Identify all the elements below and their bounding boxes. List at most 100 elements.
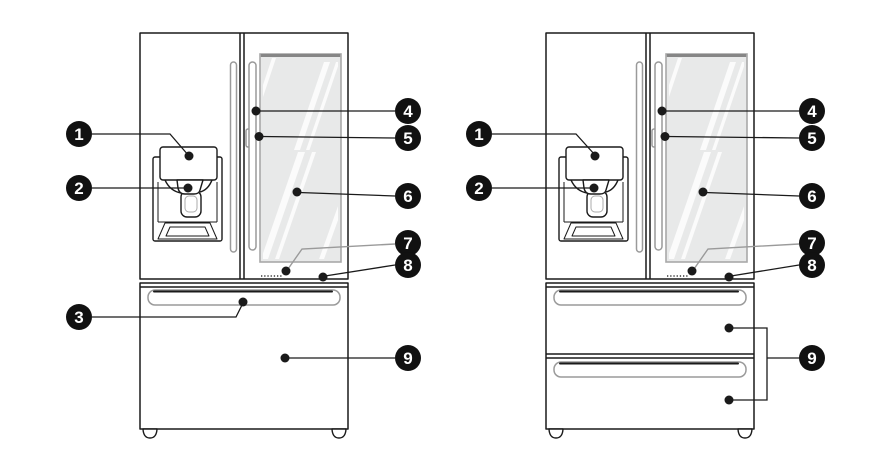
pointer-dot [251, 106, 261, 116]
callout-7: 7 [687, 230, 825, 276]
pointer-dot [657, 106, 667, 116]
leader-line [324, 264, 396, 277]
pointer-dot-lower [724, 395, 734, 405]
callout-5: 5 [254, 125, 421, 151]
leader-line [92, 302, 244, 318]
dispenser [152, 146, 223, 242]
callout-bubble [66, 121, 92, 147]
leader-line [704, 191, 800, 197]
callout-number: 4 [807, 102, 817, 121]
callout-number: 8 [403, 256, 412, 275]
callout-number: 5 [807, 129, 816, 148]
callout-bubble [799, 252, 825, 278]
callout-4: 4 [251, 98, 421, 124]
pointer-dot [238, 297, 248, 307]
callout-8: 8 [724, 252, 825, 282]
drawer-handle-pocket [553, 361, 747, 378]
foot-left [548, 428, 564, 439]
callout-bubble [466, 121, 492, 147]
pointer-dot [292, 187, 302, 197]
fridge-left [139, 32, 349, 439]
drawer-section-outline [545, 282, 755, 430]
callout-3: 3 [66, 297, 248, 330]
callout-number: 9 [403, 349, 412, 368]
leader-line [730, 264, 800, 277]
bracket-line [733, 327, 768, 401]
pointer-dot-upper [724, 323, 734, 333]
leader-line [492, 133, 596, 156]
callout-6: 6 [292, 183, 421, 209]
glass-reflections [263, 58, 338, 259]
callout-number: 3 [74, 308, 83, 327]
callout-2: 2 [466, 175, 599, 201]
pointer-dot [687, 266, 697, 276]
foot-left [142, 428, 158, 439]
callout-bubble [395, 345, 421, 371]
callout-bubble [66, 304, 92, 330]
glass-streak [669, 58, 682, 97]
glass-streak [306, 62, 338, 150]
glass-streak [263, 152, 305, 259]
callout-bubble [799, 230, 825, 256]
drip-tray-inner [165, 226, 210, 237]
glass-panel [665, 53, 748, 263]
callout-bubble [395, 125, 421, 151]
pointer-dot [318, 272, 328, 282]
right-door-handle [654, 61, 663, 251]
dispenser-recess-arc-left [570, 179, 588, 194]
leader-line-gray [287, 243, 396, 270]
pointer-dot [183, 183, 193, 193]
left-door-handle [229, 61, 238, 253]
callout-bubble [799, 183, 825, 209]
callout-8: 8 [318, 252, 421, 282]
callout-bubble [395, 98, 421, 124]
glass-streak [294, 62, 330, 150]
callout-bubble [395, 183, 421, 209]
glass-reflections [669, 58, 744, 259]
lower-drawer-handle [553, 361, 747, 378]
callout-bubble [466, 175, 492, 201]
glass-streak [712, 62, 744, 150]
dispenser [558, 146, 629, 242]
dispenser-chute [586, 190, 608, 218]
callout-bubble [66, 175, 92, 201]
drawer-handle-pocket [553, 289, 747, 306]
callouts-right: 1 2 4 5 6 7 [466, 98, 825, 405]
callout-number: 4 [403, 102, 413, 121]
glass-streak [319, 206, 338, 259]
pointer-dot [281, 266, 291, 276]
dispenser-chute-inner [184, 195, 198, 213]
glass-panel [259, 53, 342, 263]
fridge-right [545, 32, 755, 439]
pointer-dot [590, 151, 600, 161]
callout-number: 7 [807, 234, 816, 253]
callout-6: 6 [698, 183, 825, 209]
foot-right [737, 428, 753, 439]
freezer-drawer-handle [147, 289, 341, 306]
dispenser-recess-arc-right [605, 179, 619, 193]
glass-streak [275, 152, 316, 259]
callout-number: 2 [474, 179, 483, 198]
glass-streak [681, 152, 722, 259]
callout-number: 2 [74, 179, 83, 198]
callout-number: 5 [403, 129, 412, 148]
dispenser-recess-arc-left [164, 179, 182, 194]
upper-drawer-handle [553, 289, 747, 306]
callout-7: 7 [281, 230, 421, 276]
callout-9: 9 [280, 345, 421, 371]
dispenser-chute [180, 190, 202, 218]
dispenser-chute-inner [590, 195, 604, 213]
pointer-dot [254, 132, 264, 141]
glass-streak [263, 58, 276, 97]
glass-streak [725, 206, 744, 259]
leader-line [666, 135, 800, 139]
freezer-section-outline [139, 282, 349, 430]
callout-4: 4 [657, 98, 825, 124]
callout-number: 8 [807, 256, 816, 275]
callout-bubble [799, 98, 825, 124]
pointer-dot [660, 132, 670, 141]
drip-tray-inner [571, 226, 616, 237]
callout-1: 1 [66, 121, 194, 161]
leader-line-gray [693, 243, 800, 270]
